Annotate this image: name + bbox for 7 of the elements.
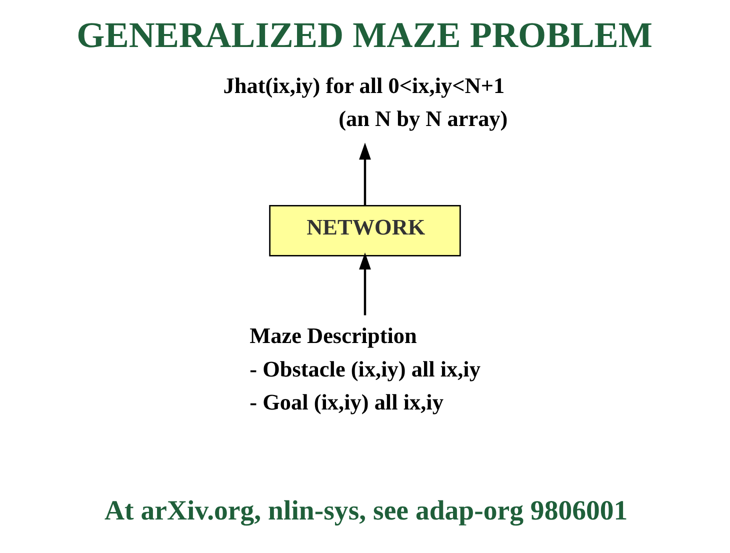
caption: At arXiv.org, nlin-sys, see adap-org 9806001 <box>104 496 628 527</box>
node-text: Maze Description - Obstacle (ix,iy) all ix,iy - Goal (ix,iy) all ix,iy <box>250 322 480 415</box>
diagram-title: GENERALIZED MAZE PROBLEM <box>76 14 652 55</box>
node-text: Jhat(ix,iy) for all 0<ix,iy<N+1 (an N by N array) <box>223 72 508 132</box>
node-box: NETWORK <box>269 204 461 256</box>
arrow <box>359 142 371 206</box>
arrow <box>359 252 371 316</box>
